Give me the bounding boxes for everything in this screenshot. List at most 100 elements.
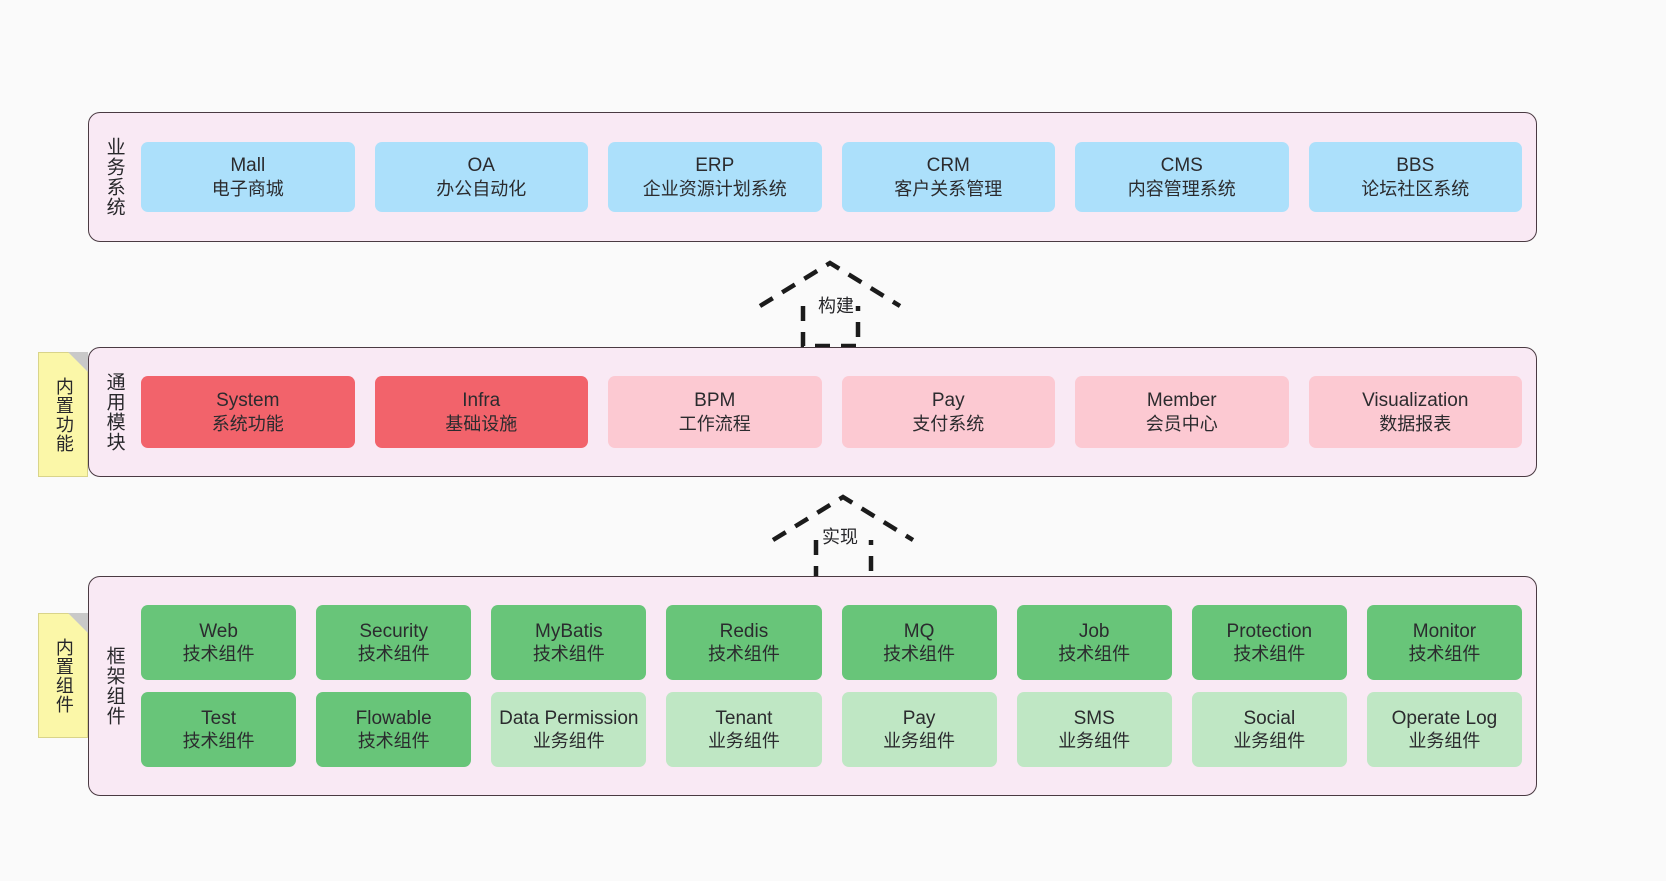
card-title-cn: 业务组件 — [707, 731, 780, 752]
card-pay-component[interactable]: Pay 业务组件 — [841, 692, 997, 767]
layer-title-business: 业务系统 — [103, 137, 125, 217]
arrow-head-implement — [771, 494, 915, 542]
card-title-en: Test — [201, 707, 236, 729]
card-oa[interactable]: OA 办公自动化 — [374, 142, 588, 212]
card-pay-module[interactable]: Pay 支付系统 — [841, 376, 1055, 448]
card-title-cn: 技术组件 — [883, 644, 956, 665]
card-redis[interactable]: Redis 技术组件 — [666, 605, 822, 680]
card-data-permission[interactable]: Data Permission 业务组件 — [491, 692, 647, 767]
card-title-cn: 系统功能 — [211, 413, 284, 434]
arrow-head-build — [758, 260, 902, 308]
card-operate-log[interactable]: Operate Log 业务组件 — [1366, 692, 1522, 767]
card-title-en: Social — [1243, 707, 1296, 729]
card-title-cn: 工作流程 — [678, 413, 751, 434]
card-title-cn: 支付系统 — [912, 413, 985, 434]
note-label: 内置功能 — [53, 376, 74, 453]
card-title-en: BPM — [694, 390, 736, 412]
card-member[interactable]: Member 会员中心 — [1075, 376, 1289, 448]
card-title-cn: 技术组件 — [357, 731, 430, 752]
card-title-cn: 业务组件 — [883, 731, 956, 752]
layer-body-framework: Web 技术组件 Security 技术组件 MyBatis 技术组件 Redi… — [131, 587, 1522, 785]
card-tenant[interactable]: Tenant 业务组件 — [666, 692, 822, 767]
card-erp[interactable]: ERP 企业资源计划系统 — [608, 142, 822, 212]
card-title-cn: 客户关系管理 — [894, 178, 1003, 199]
layer-business-system: 业务系统 Mall 电子商城 OA 办公自动化 ERP 企业资源计划系统 CRM… — [88, 112, 1537, 242]
card-visualization[interactable]: Visualization 数据报表 — [1308, 376, 1522, 448]
arrow-implement — [771, 494, 915, 583]
card-bpm[interactable]: BPM 工作流程 — [608, 376, 822, 448]
card-title-en: Monitor — [1412, 620, 1477, 642]
card-web[interactable]: Web 技术组件 — [141, 605, 297, 680]
card-protection[interactable]: Protection 技术组件 — [1191, 605, 1347, 680]
card-title-en: Infra — [462, 390, 501, 412]
card-title-cn: 技术组件 — [1233, 644, 1306, 665]
card-job[interactable]: Job 技术组件 — [1016, 605, 1172, 680]
card-title-en: MyBatis — [535, 620, 603, 642]
card-crm[interactable]: CRM 客户关系管理 — [841, 142, 1055, 212]
card-title-en: Operate Log — [1391, 707, 1498, 729]
card-monitor[interactable]: Monitor 技术组件 — [1366, 605, 1522, 680]
card-title-en: Redis — [719, 620, 769, 642]
card-title-en: ERP — [695, 155, 735, 177]
card-title-en: System — [216, 390, 280, 412]
card-title-cn: 业务组件 — [1408, 731, 1481, 752]
arrow-label-implement: 实现 — [822, 527, 858, 547]
card-title-cn: 企业资源计划系统 — [642, 178, 787, 199]
card-title-en: Web — [199, 620, 238, 642]
card-title-en: OA — [467, 155, 495, 177]
card-social[interactable]: Social 业务组件 — [1191, 692, 1347, 767]
card-row: Test 技术组件 Flowable 技术组件 Data Permission … — [141, 692, 1522, 767]
card-title-cn: 技术组件 — [532, 644, 605, 665]
card-title-en: Flowable — [355, 707, 432, 729]
note-builtin-component: 内置组件 — [38, 613, 88, 738]
card-title-cn: 业务组件 — [1233, 731, 1306, 752]
card-title-en: Tenant — [715, 707, 773, 729]
card-title-en: BBS — [1396, 155, 1435, 177]
card-security[interactable]: Security 技术组件 — [316, 605, 472, 680]
card-title-cn: 技术组件 — [182, 731, 255, 752]
card-title-cn: 内容管理系统 — [1127, 178, 1236, 199]
layer-body-common: System 系统功能 Infra 基础设施 BPM 工作流程 Pay 支付系统… — [131, 358, 1522, 466]
card-title-cn: 技术组件 — [357, 644, 430, 665]
card-title-en: CMS — [1160, 155, 1203, 177]
card-title-cn: 技术组件 — [1408, 644, 1481, 665]
card-row: System 系统功能 Infra 基础设施 BPM 工作流程 Pay 支付系统… — [141, 376, 1522, 448]
card-title-en: Pay — [902, 707, 936, 729]
layer-common-module: 通用模块 System 系统功能 Infra 基础设施 BPM 工作流程 Pay… — [88, 347, 1537, 477]
card-title-cn: 数据报表 — [1379, 413, 1452, 434]
layer-title-framework: 框架组件 — [103, 646, 125, 726]
card-title-en: Security — [359, 620, 428, 642]
card-system[interactable]: System 系统功能 — [141, 376, 355, 448]
card-test[interactable]: Test 技术组件 — [141, 692, 297, 767]
card-title-cn: 会员中心 — [1145, 413, 1218, 434]
card-title-en: Mall — [230, 155, 266, 177]
card-title-en: CRM — [926, 155, 970, 177]
card-title-cn: 论坛社区系统 — [1361, 178, 1470, 199]
arrow-build — [758, 260, 902, 349]
card-title-en: Member — [1146, 390, 1217, 412]
layer-title-common: 通用模块 — [103, 372, 125, 452]
card-flowable[interactable]: Flowable 技术组件 — [316, 692, 472, 767]
card-infra[interactable]: Infra 基础设施 — [374, 376, 588, 448]
card-title-en: Protection — [1226, 620, 1313, 642]
layer-framework-component: 框架组件 Web 技术组件 Security 技术组件 MyBatis 技术组件… — [88, 576, 1537, 796]
card-title-en: MQ — [903, 620, 935, 642]
card-title-cn: 技术组件 — [1058, 644, 1131, 665]
card-title-cn: 基础设施 — [445, 413, 518, 434]
card-sms[interactable]: SMS 业务组件 — [1016, 692, 1172, 767]
card-row: Mall 电子商城 OA 办公自动化 ERP 企业资源计划系统 CRM 客户关系… — [141, 142, 1522, 212]
note-label: 内置组件 — [53, 637, 74, 714]
card-mybatis[interactable]: MyBatis 技术组件 — [491, 605, 647, 680]
card-title-cn: 业务组件 — [532, 731, 605, 752]
arrow-shaft-build — [800, 306, 861, 349]
layer-body-business: Mall 电子商城 OA 办公自动化 ERP 企业资源计划系统 CRM 客户关系… — [131, 123, 1522, 231]
note-builtin-function: 内置功能 — [38, 352, 88, 477]
card-row: Web 技术组件 Security 技术组件 MyBatis 技术组件 Redi… — [141, 605, 1522, 680]
card-mall[interactable]: Mall 电子商城 — [141, 142, 355, 212]
arrow-shaft-implement — [813, 540, 874, 583]
card-cms[interactable]: CMS 内容管理系统 — [1075, 142, 1289, 212]
card-bbs[interactable]: BBS 论坛社区系统 — [1308, 142, 1522, 212]
arrow-label-build: 构建 — [818, 296, 854, 316]
card-mq[interactable]: MQ 技术组件 — [841, 605, 997, 680]
